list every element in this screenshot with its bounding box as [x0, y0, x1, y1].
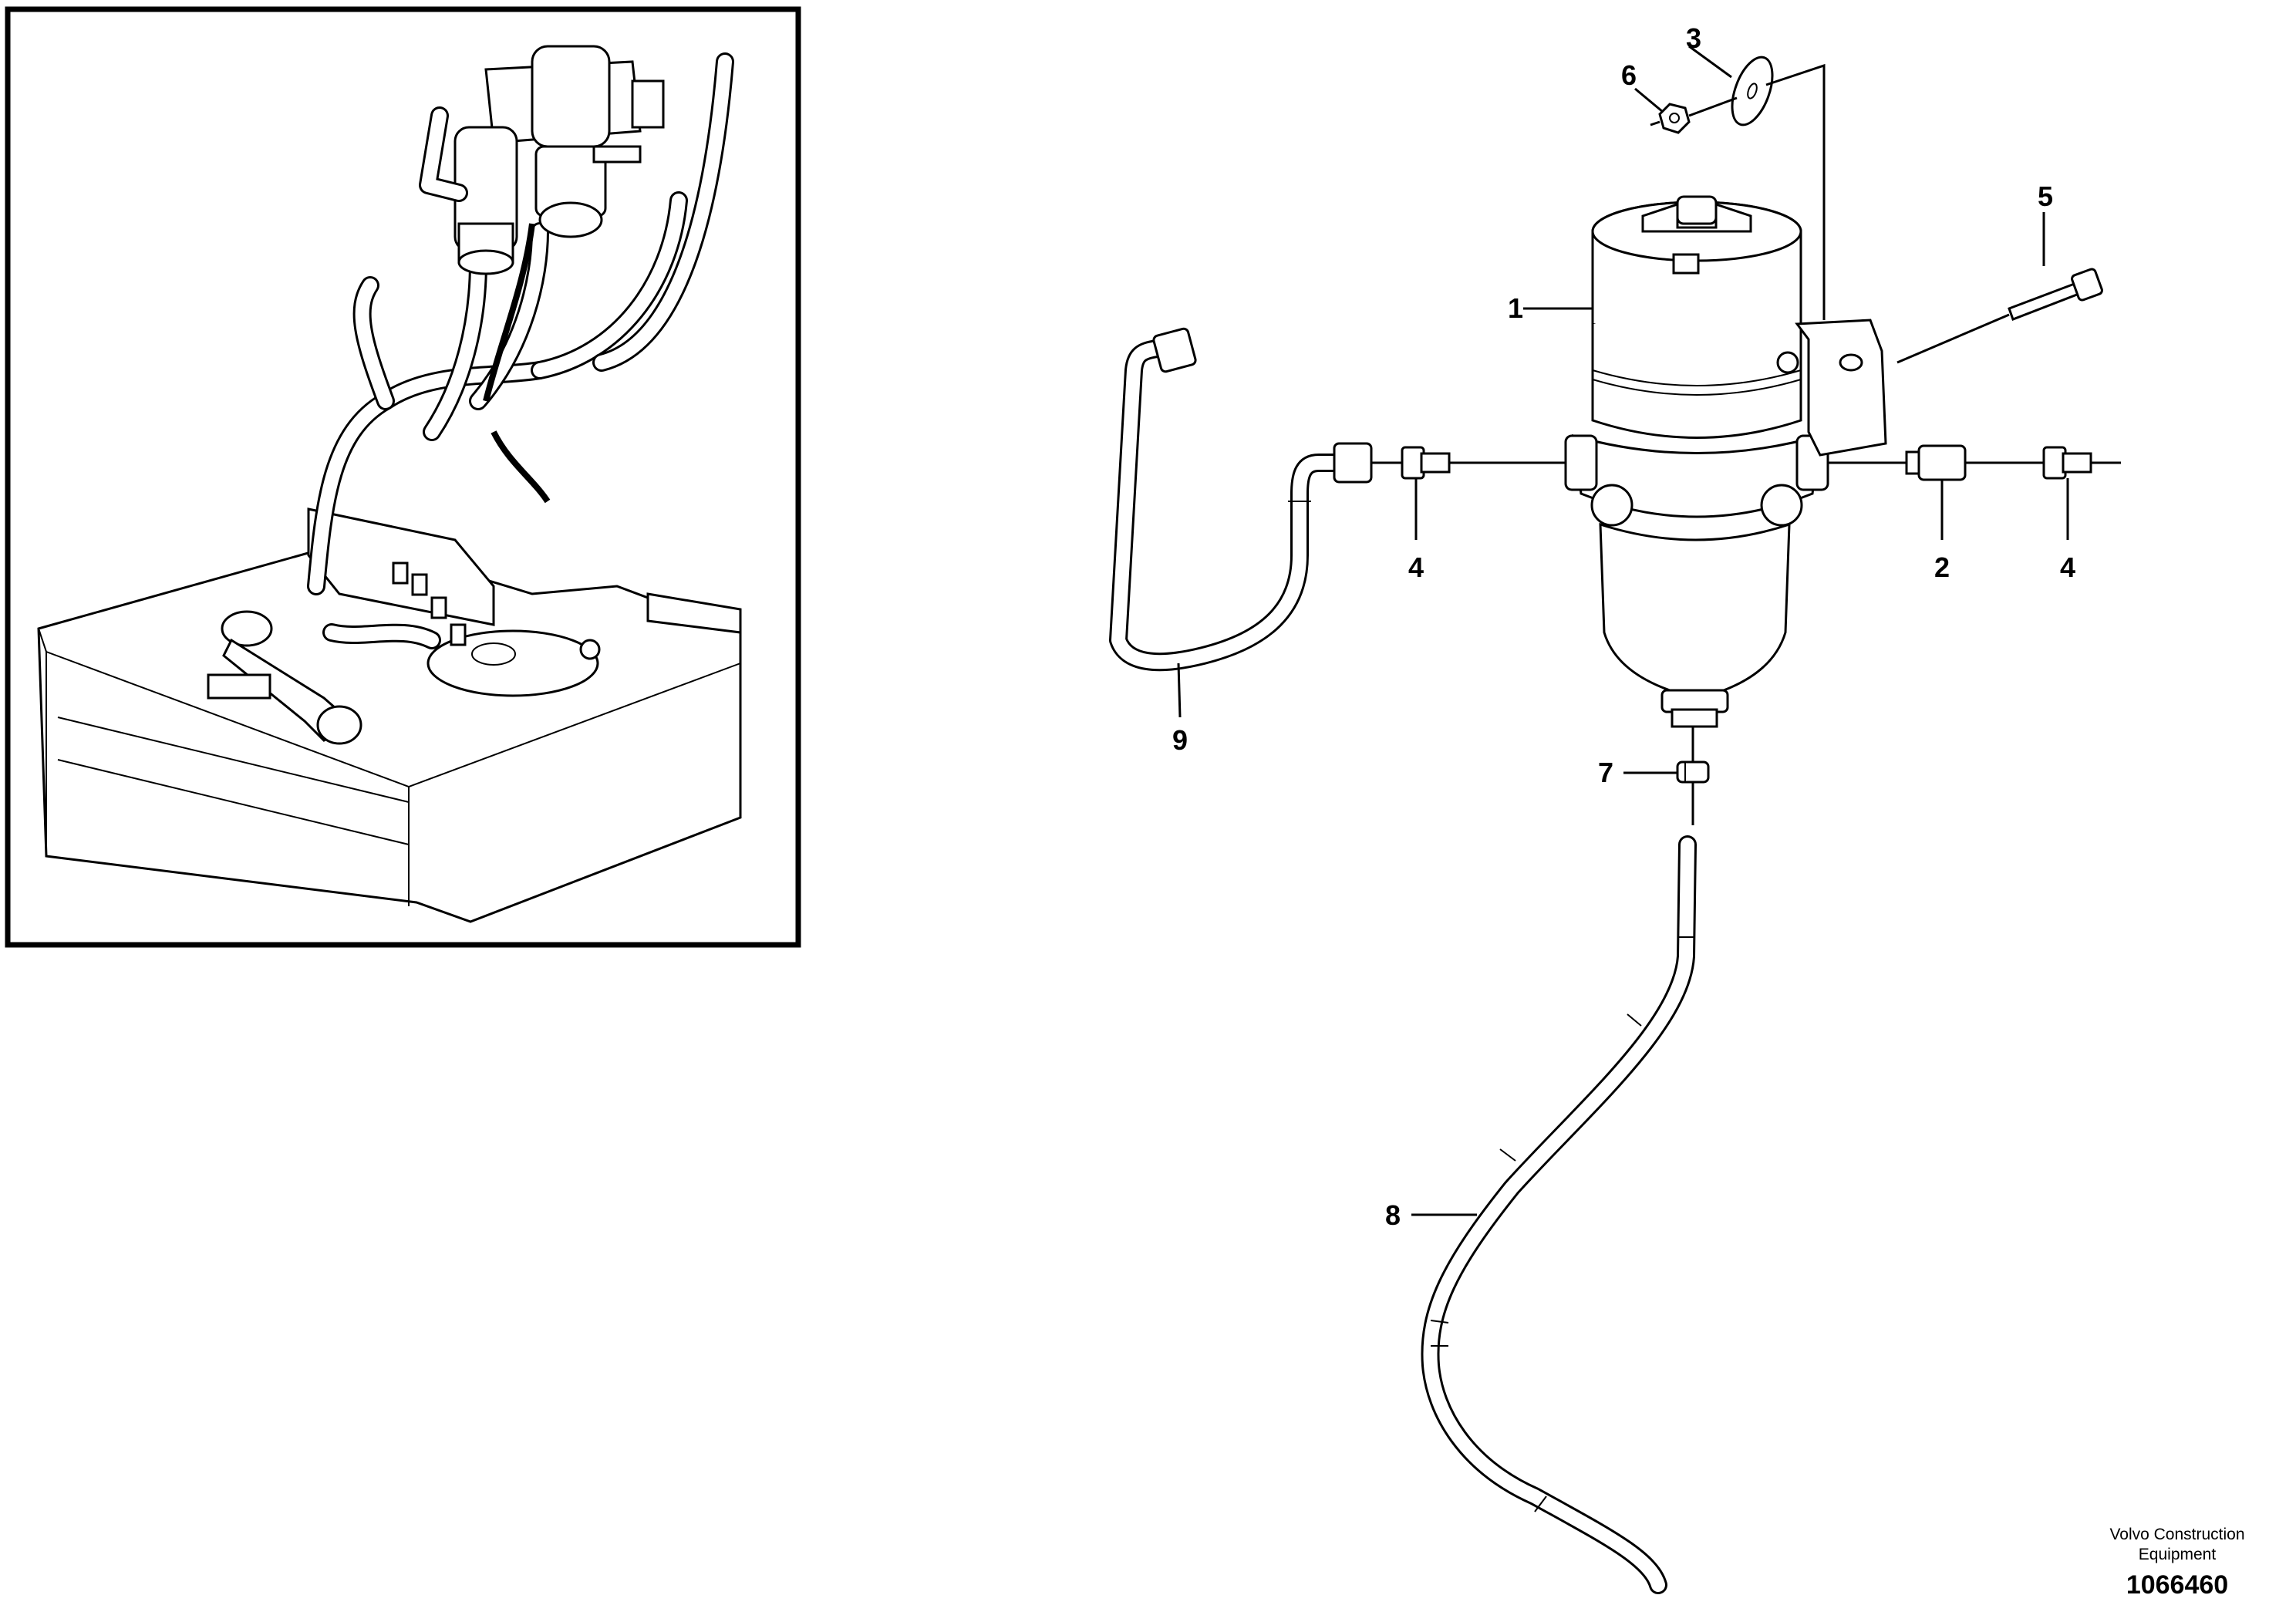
callout-2: 2 [1934, 551, 1950, 583]
hose-item-9 [1109, 327, 1373, 672]
nut-axis [1650, 120, 1660, 126]
callout-8: 8 [1385, 1199, 1401, 1231]
drawing-number: 1066460 [2126, 1570, 2228, 1600]
inset-hoses [307, 52, 734, 649]
callout-4-right: 4 [2060, 551, 2075, 583]
maker-line-1: Volvo Construction [2109, 1526, 2244, 1543]
callout-labels: 1 2 3 4 4 5 6 7 8 9 [1172, 22, 2075, 1231]
maker-line-2: Equipment [2139, 1546, 2217, 1563]
callout-9: 9 [1172, 724, 1188, 756]
fitting-left [1401, 446, 1451, 480]
nut [1658, 103, 1691, 134]
callout-7: 7 [1598, 757, 1613, 788]
fuel-tank [37, 508, 742, 923]
elbow-fitting [1905, 444, 1967, 481]
drawing-footer: Volvo Construction Equipment 1066460 [2109, 1526, 2244, 1600]
drain-hose [1421, 835, 1697, 1594]
callout-4-left: 4 [1408, 551, 1424, 583]
inset-filters [419, 45, 665, 275]
bracket-axis-line [1765, 63, 1826, 320]
fitting-right [2042, 446, 2092, 480]
callout-leaders [1177, 45, 2069, 1216]
callout-1: 1 [1508, 292, 1523, 324]
washer [1731, 56, 1774, 126]
washer-axis [1688, 96, 1738, 117]
callout-6: 6 [1621, 59, 1637, 91]
bolt [2008, 268, 2103, 321]
callout-5: 5 [2038, 180, 2053, 212]
bolt-axis [1896, 313, 2010, 364]
hose-clamp [1676, 760, 1710, 784]
overview-inset [5, 6, 801, 948]
callout-3: 3 [1686, 22, 1701, 54]
fuel-filter-water-separator [1564, 195, 1887, 728]
